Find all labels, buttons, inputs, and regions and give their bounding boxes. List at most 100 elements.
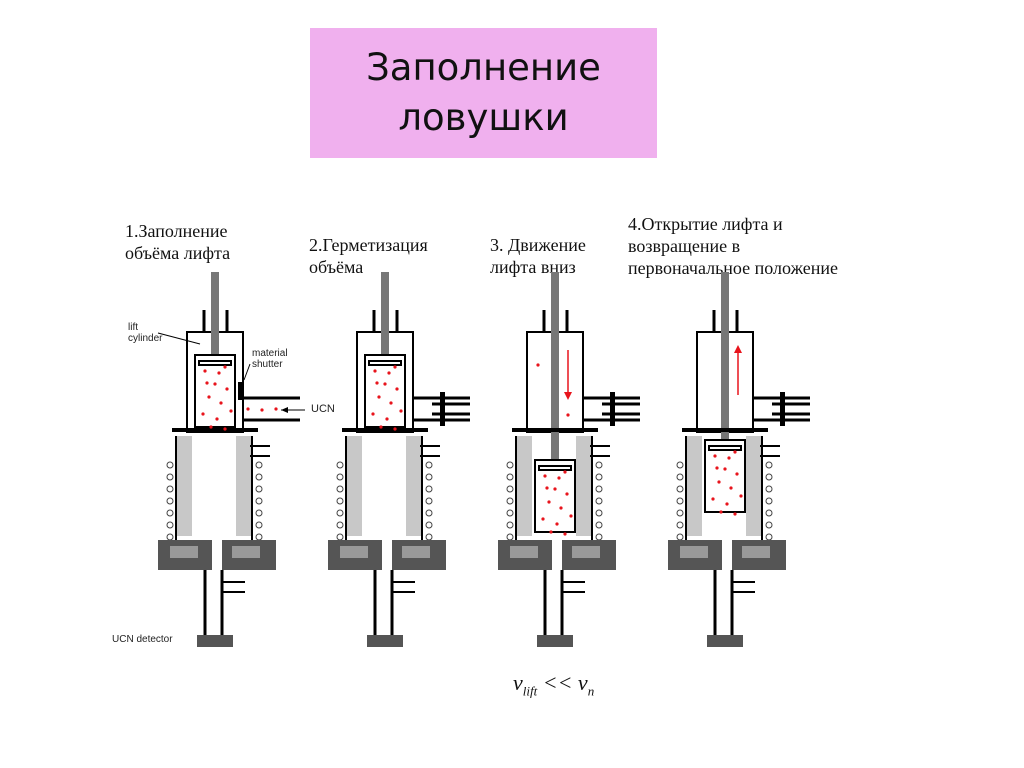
ucn-particle-1-6 [215, 417, 219, 421]
material-shutter-label: material shutter [252, 348, 288, 370]
material-shutter-1 [238, 382, 244, 400]
step-4-label: 4.Открытие лифта и возвращение в первона… [628, 214, 839, 278]
ucn-detector-label: UCN detector [112, 634, 173, 645]
coil-left-4-3 [676, 497, 684, 505]
coil-left-4-5 [676, 521, 684, 529]
lift-box-3 [534, 459, 576, 533]
ucn-particle-4-12 [727, 456, 731, 460]
coil-right-1-1 [255, 473, 263, 481]
base-left-inner-3 [510, 546, 538, 558]
guide-particle-1 [260, 408, 264, 412]
coil-right-3-3 [595, 497, 603, 505]
formula-v-n: v [577, 670, 588, 695]
lift-rod-1 [211, 272, 219, 367]
formula-v-lift: v [513, 670, 523, 695]
coil-left-1-6 [166, 533, 174, 541]
ucn-particle-2-2 [393, 365, 397, 369]
ucn-particle-3-0 [543, 474, 547, 478]
coil-right-3-2 [595, 485, 603, 493]
coil-left-2-5 [336, 521, 344, 529]
lift-cylinder-leader [157, 332, 201, 345]
ucn-particle-1-5 [201, 412, 205, 416]
coil-right-2-0 [425, 461, 433, 469]
coil-left-3-2 [506, 485, 514, 493]
ucn-detector-1 [197, 635, 233, 647]
ucn-particle-1-3 [207, 395, 211, 399]
ucn-arrow-head [281, 407, 288, 413]
coil-right-2-1 [425, 473, 433, 481]
step-2-label: 2.Герметизация объёма [309, 235, 428, 277]
base-left-inner-1 [170, 546, 198, 558]
ucn-particle-3-1 [553, 487, 557, 491]
ucn-detector-2 [367, 635, 403, 647]
coil-left-4-4 [676, 509, 684, 517]
title-line-2: ловушки [398, 96, 569, 139]
coil-right-3-1 [595, 473, 603, 481]
ucn-particle-3-9 [563, 532, 567, 536]
coil-left-1-5 [166, 521, 174, 529]
ucn-particle-4-6 [725, 502, 729, 506]
ucn-particle-2-0 [373, 369, 377, 373]
apparatus-2 [328, 272, 470, 647]
motion-arrow-head-4 [734, 345, 742, 353]
motion-arrow-head-3 [564, 392, 572, 400]
ucn-particle-1-0 [203, 369, 207, 373]
ucn-particle-4-3 [717, 480, 721, 484]
coil-right-1-2 [255, 485, 263, 493]
velocity-formula: vlift << vn [513, 670, 594, 699]
coil-left-3-4 [506, 509, 514, 517]
lift-box-2 [364, 354, 406, 428]
lift-piston-3 [538, 465, 572, 471]
guide-particle-0 [246, 407, 250, 411]
coil-left-2-0 [336, 461, 344, 469]
ucn-detector-4 [707, 635, 743, 647]
ucn-particle-2-7 [395, 387, 399, 391]
ucn-particle-4-2 [733, 450, 737, 454]
guide-valve-2 [440, 392, 445, 426]
coil-left-2-1 [336, 473, 344, 481]
ucn-particle-3-3 [547, 500, 551, 504]
ucn-particle-4-0 [713, 454, 717, 458]
coil-right-4-5 [765, 521, 773, 529]
ucn-particle-1-12 [217, 371, 221, 375]
coil-left-2-2 [336, 485, 344, 493]
lift-box-4 [704, 439, 746, 513]
ucn-detector-3 [537, 635, 573, 647]
coil-right-2-2 [425, 485, 433, 493]
lift-cylinder-label: lift cylinder [128, 322, 163, 344]
coil-right-2-6 [425, 533, 433, 541]
coil-left-4-6 [676, 533, 684, 541]
title-box: Заполнение ловушки [310, 28, 657, 158]
ucn-particle-3-4 [559, 506, 563, 510]
coil-right-1-6 [255, 533, 263, 541]
ucn-particle-1-11 [229, 409, 233, 413]
trap-wall-left-3 [516, 436, 532, 536]
ucn-particle-4-8 [719, 510, 723, 514]
lift-rod-3 [551, 272, 559, 472]
guide-valve-4 [780, 392, 785, 426]
coil-right-4-1 [765, 473, 773, 481]
coil-left-3-6 [506, 533, 514, 541]
formula-n-sub: n [587, 683, 595, 699]
step-1-label: 1.Заполнение объёма лифта [125, 221, 231, 263]
coil-right-1-0 [255, 461, 263, 469]
coil-left-2-4 [336, 509, 344, 517]
coil-right-4-4 [765, 509, 773, 517]
lift-rod-2 [381, 272, 389, 367]
ucn-particle-3-5 [541, 517, 545, 521]
ucn-particle-4-4 [729, 486, 733, 490]
ucn-particle-1-2 [223, 365, 227, 369]
base-right-inner-3 [572, 546, 600, 558]
base-right-inner-2 [402, 546, 430, 558]
lift-box-1 [194, 354, 236, 428]
lift-piston-2 [368, 360, 402, 366]
trap-wall-left-4 [686, 436, 702, 536]
ucn-particle-4-11 [739, 494, 743, 498]
coil-left-2-3 [336, 497, 344, 505]
trap-wall-right-1 [236, 436, 252, 536]
lift-piston-1 [198, 360, 232, 366]
guide-valve-3 [610, 392, 615, 426]
coil-left-2-6 [336, 533, 344, 541]
coil-left-1-4 [166, 509, 174, 517]
title-line-1: Заполнение [366, 46, 601, 89]
